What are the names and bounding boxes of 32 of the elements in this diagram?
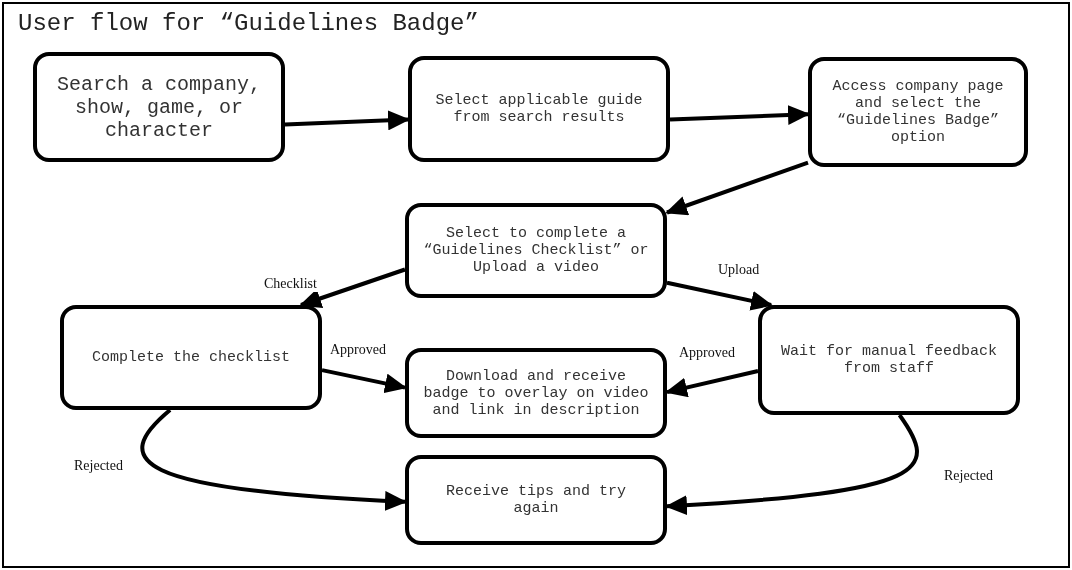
arrow [284,110,410,131]
arrow [669,105,810,125]
edge-label: Checklist [262,276,319,292]
process-box [405,203,667,298]
step-text: Wait for manual feedback from staff [779,343,998,377]
arrow [321,368,407,394]
edge-label: Rejected [72,458,125,474]
arrow [666,280,774,311]
arrow [665,413,919,516]
step-text: Select to complete a “Guidelines Checklist” or Upload a video [422,225,650,276]
process-box [408,56,670,162]
step-text: Search a company, show, game, or character [55,72,262,142]
arrow [665,369,759,398]
process-box [33,52,285,162]
step-text: Access company page and select the “Guidelines Badge” option [831,78,1005,146]
process-box [60,305,322,410]
arrow [140,408,407,511]
process-box [758,305,1020,415]
arrow [299,267,406,308]
edge-label: Rejected [942,468,995,484]
process-box [405,348,667,438]
step-text: Receive tips and try again [445,483,627,517]
step-text: Download and receive badge to overlay on video and link in description [422,367,650,419]
process-box [405,455,667,545]
step-text: Complete the checklist [91,349,290,366]
arrow [665,160,809,216]
diagram-title: User flow for “Guidelines Badge” [18,10,479,37]
process-box [808,57,1028,167]
step-text: Select applicable guide from search results [434,92,644,126]
edge-label: Upload [716,262,762,278]
edge-label: Approved [328,342,388,358]
edge-label: Approved [677,345,737,361]
